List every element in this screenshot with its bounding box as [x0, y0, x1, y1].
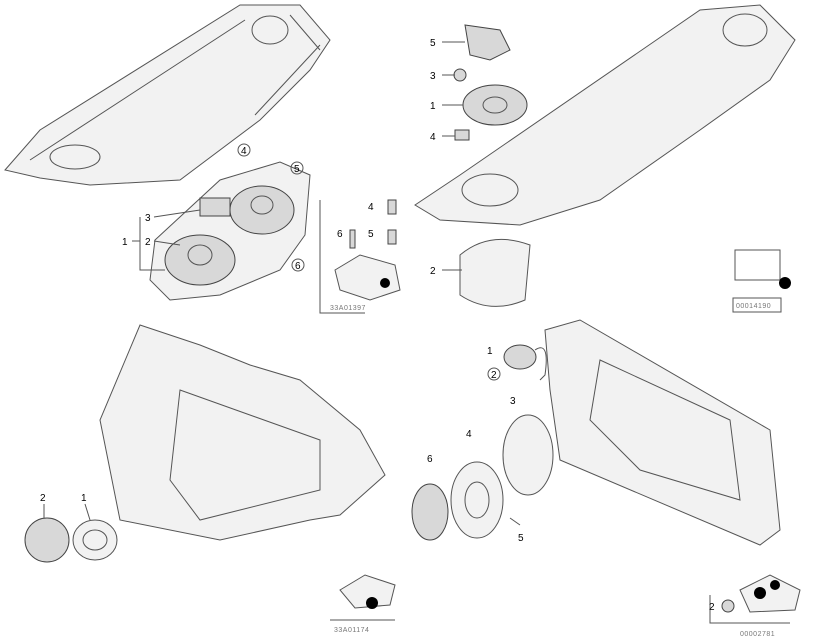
svg-text:1: 1 [81, 493, 87, 504]
callouts-top-left: 4 5 6 3 2 1 [122, 143, 305, 272]
svg-text:2: 2 [491, 370, 497, 381]
svg-text:2: 2 [430, 266, 436, 277]
svg-text:1: 1 [430, 101, 436, 112]
svg-text:4: 4 [430, 132, 436, 143]
front-door-speakers: 1 2 3 4 6 5 2 00002781 [411, 319, 801, 638]
svg-text:2: 2 [40, 493, 46, 504]
svg-text:6: 6 [427, 454, 433, 465]
svg-text:1: 1 [487, 346, 493, 357]
svg-text:3: 3 [430, 71, 436, 82]
rear-shelf-left [4, 4, 331, 186]
fasteners-inset: 4 5 6 33A01397 [319, 199, 401, 314]
svg-text:1: 1 [122, 237, 128, 248]
svg-text:6: 6 [295, 261, 301, 272]
svg-text:00002781: 00002781 [740, 631, 775, 638]
svg-text:6: 6 [337, 229, 343, 240]
svg-text:33A01174: 33A01174 [334, 627, 369, 634]
rear-side-panel: 2 1 33A01174 [24, 324, 396, 634]
svg-text:00014190: 00014190 [736, 303, 771, 310]
svg-text:4: 4 [241, 146, 247, 157]
svg-text:3: 3 [510, 396, 516, 407]
svg-text:4: 4 [368, 202, 374, 213]
svg-text:4: 4 [466, 429, 472, 440]
svg-text:2: 2 [145, 237, 151, 248]
svg-text:5: 5 [294, 164, 300, 175]
rear-shelf-right: 5 3 1 4 2 00014190 [414, 4, 796, 313]
svg-text:2: 2 [709, 602, 715, 613]
svg-text:33A01397: 33A01397 [330, 305, 366, 312]
svg-text:5: 5 [518, 533, 524, 544]
svg-text:5: 5 [368, 229, 374, 240]
speaker-enclosure-left [149, 161, 311, 301]
svg-text:5: 5 [430, 38, 436, 49]
svg-text:3: 3 [145, 213, 151, 224]
